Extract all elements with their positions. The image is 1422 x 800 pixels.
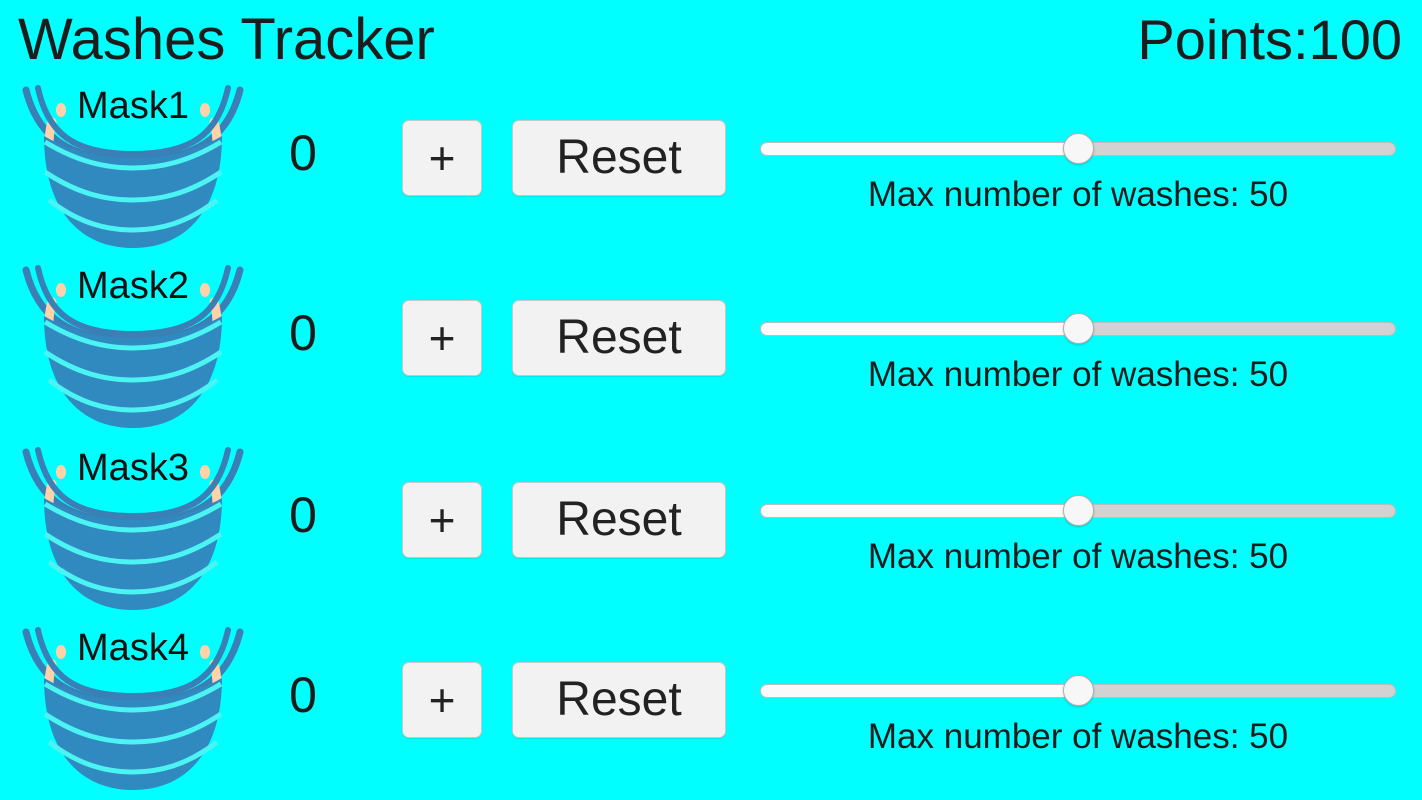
slider-caption: Max number of washes: 50 [867, 175, 1289, 214]
increment-button[interactable]: + [402, 662, 482, 738]
wash-count: 0 [289, 305, 317, 361]
wash-count: 0 [289, 667, 317, 723]
slider-caption: Max number of washes: 50 [867, 717, 1289, 756]
mask-graphic: Mask2 [8, 260, 258, 436]
wash-count: 0 [289, 125, 317, 181]
mask-graphic: Mask1 [8, 80, 258, 256]
reset-button[interactable]: Reset [512, 482, 726, 558]
max-washes-slider-area: Max number of washes: 50 [760, 440, 1396, 620]
max-washes-slider[interactable] [760, 495, 1396, 526]
slider-track-fill [760, 684, 1078, 698]
slider-thumb[interactable] [1063, 675, 1094, 706]
points-label: Points: [1137, 8, 1309, 71]
increment-button[interactable]: + [402, 120, 482, 196]
slider-caption: Max number of washes: 50 [867, 355, 1289, 394]
page-title: Washes Tracker [18, 7, 435, 72]
face-mask-icon [22, 85, 244, 248]
mask-graphic: Mask4 [8, 622, 258, 798]
increment-button[interactable]: + [402, 300, 482, 376]
slider-track-fill [760, 504, 1078, 518]
slider-thumb[interactable] [1063, 313, 1094, 344]
reset-button[interactable]: Reset [512, 662, 726, 738]
face-mask-icon [22, 447, 244, 610]
mask-row: Mask2 0 + Reset Max number of washes: 50 [0, 258, 1422, 438]
points-value: 100 [1308, 8, 1402, 71]
reset-button[interactable]: Reset [512, 120, 726, 196]
mask-row: Mask4 0 + Reset Max number of washes: 50 [0, 620, 1422, 800]
mask-row: Mask3 0 + Reset Max number of washes: 50 [0, 440, 1422, 620]
slider-track-fill [760, 322, 1078, 336]
app-header: Washes Tracker Points:100 [0, 0, 1422, 78]
slider-caption: Max number of washes: 50 [867, 537, 1289, 576]
mask-graphic: Mask3 [8, 442, 258, 618]
max-washes-slider-area: Max number of washes: 50 [760, 620, 1396, 800]
max-washes-slider-area: Max number of washes: 50 [760, 78, 1396, 258]
face-mask-icon [22, 265, 244, 428]
slider-thumb[interactable] [1063, 133, 1094, 164]
points-display: Points:100 [1137, 6, 1402, 74]
slider-track-fill [760, 142, 1078, 156]
mask-row: Mask1 0 + Reset Max number of washes: 50 [0, 78, 1422, 258]
slider-thumb[interactable] [1063, 495, 1094, 526]
max-washes-slider[interactable] [760, 133, 1396, 164]
face-mask-icon [22, 627, 244, 790]
max-washes-slider-area: Max number of washes: 50 [760, 258, 1396, 438]
max-washes-slider[interactable] [760, 313, 1396, 344]
max-washes-slider[interactable] [760, 675, 1396, 706]
increment-button[interactable]: + [402, 482, 482, 558]
reset-button[interactable]: Reset [512, 300, 726, 376]
wash-count: 0 [289, 487, 317, 543]
